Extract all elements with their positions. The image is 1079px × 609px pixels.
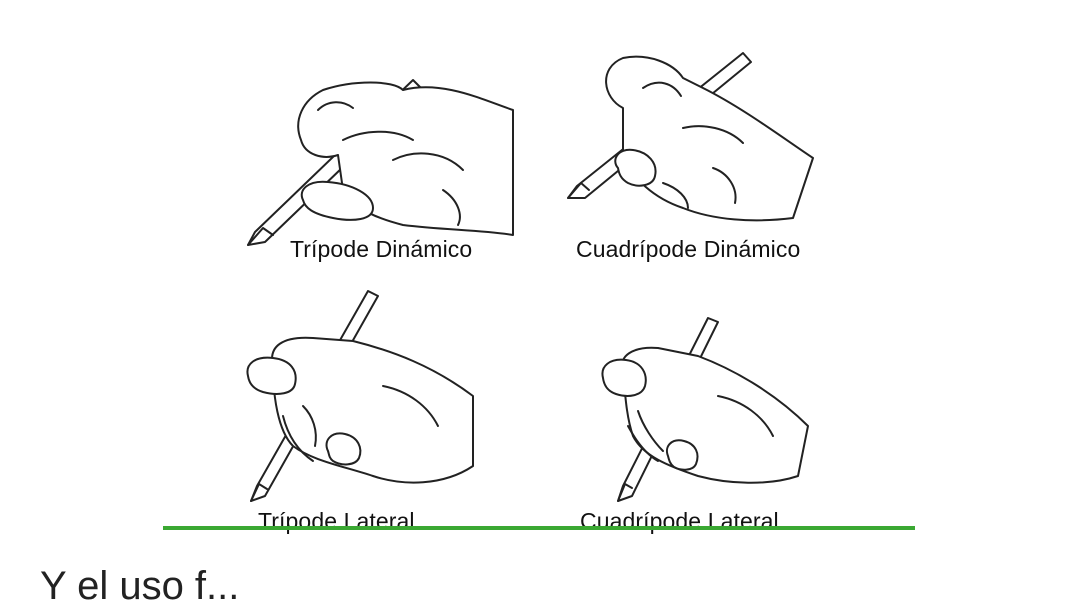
label-tripode-lateral: Trípode Lateral [258,508,415,534]
green-divider-line [163,526,915,530]
hand-tripode-dinamico-illustration [243,50,523,250]
hand-cuadripode-dinamico-illustration [563,48,843,248]
label-cuadripode-dinamico: Cuadrípode Dinámico [576,236,801,262]
hand-cuadripode-lateral-illustration [598,316,818,506]
label-cuadripode-lateral: Cuadrípode Lateral [580,508,779,534]
pencil-grips-figure: Trípode Dinámico Cuadrípode Dinámico Trí… [163,28,915,534]
caption-text-partial: Y el uso f... [40,564,240,608]
hand-tripode-lateral-illustration [243,286,513,506]
label-tripode-dinamico: Trípode Dinámico [290,236,473,262]
